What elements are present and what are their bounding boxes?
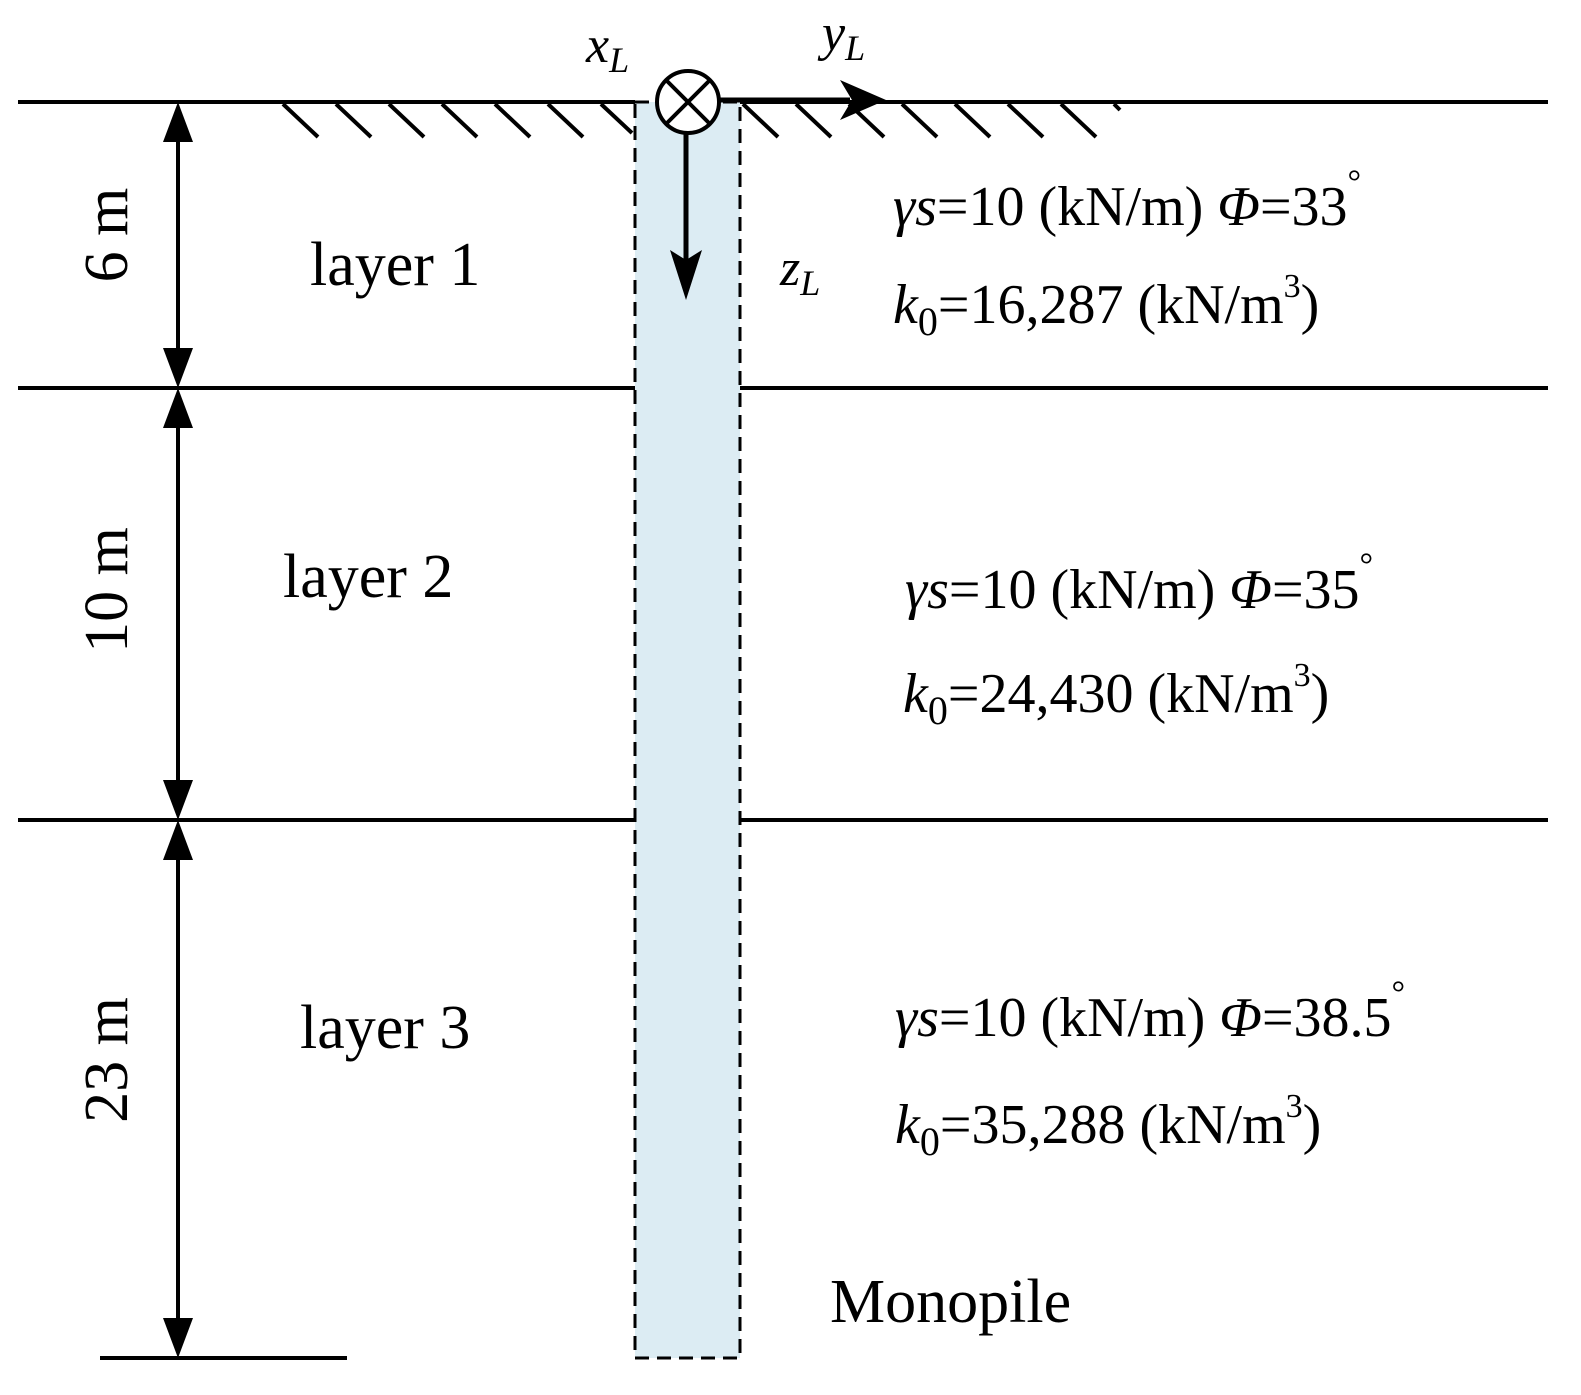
layer-3-stiffness: k0=35,288 (kN/m3)	[895, 1088, 1321, 1164]
y-axis-label: yL	[817, 5, 865, 68]
layer-2-gamma-phi: γs=10 (kN/m) Φ=35°	[905, 547, 1373, 621]
layer-2-stiffness: k0=24,430 (kN/m3)	[903, 657, 1329, 733]
layer-1-stiffness: k0=16,287 (kN/m3)	[893, 268, 1319, 344]
layer-name-2: layer 2	[283, 543, 453, 611]
dimension-label-10m: 10 m	[73, 527, 141, 653]
z-axis-label: zL	[779, 240, 820, 303]
monopile	[633, 100, 742, 1360]
layer-1-gamma-phi: γs=10 (kN/m) Φ=33°	[893, 164, 1361, 238]
z-axis-arrow	[670, 133, 702, 300]
layer-name-3: layer 3	[300, 994, 470, 1062]
x-axis-label: xL	[585, 17, 629, 80]
dimension-arrow-6m	[163, 102, 193, 388]
layer-3-gamma-phi: γs=10 (kN/m) Φ=38.5°	[895, 975, 1405, 1049]
dimension-arrow-23m	[163, 820, 193, 1358]
x-axis-circle-cross-icon	[655, 69, 721, 135]
monopile-label: Monopile	[830, 1268, 1071, 1336]
y-axis-arrow	[719, 80, 886, 120]
dimension-label-6m: 6 m	[73, 188, 141, 283]
ground-hatching	[281, 102, 1122, 139]
dimension-label-23m: 23 m	[73, 997, 141, 1123]
layer-name-1: layer 1	[310, 231, 480, 299]
dimension-arrow-10m	[163, 388, 193, 820]
